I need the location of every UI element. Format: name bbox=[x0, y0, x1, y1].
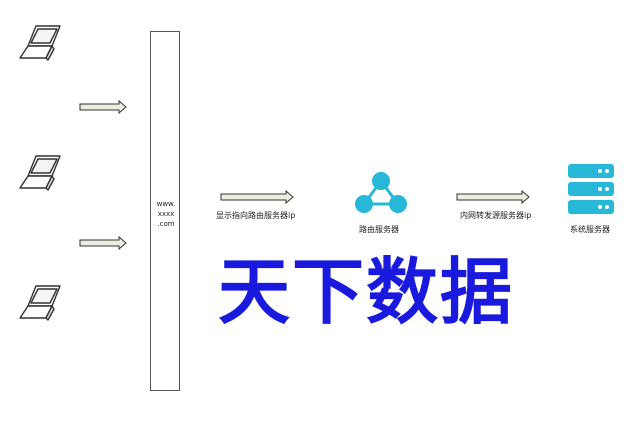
arrow-to-system-label: 内网转发源服务器ip bbox=[460, 211, 532, 220]
arrow-to-router-label: 显示指向路由服务器ip bbox=[216, 211, 296, 220]
arrow-router-to-system bbox=[456, 190, 530, 204]
watermark-text: 天下数据 bbox=[218, 250, 515, 334]
arrow-laptop-to-domain-1 bbox=[79, 100, 127, 114]
router-share-icon bbox=[355, 172, 407, 213]
arrow-laptop-to-domain-2 bbox=[79, 236, 127, 250]
system-server-label: 系统服务器 bbox=[570, 225, 610, 234]
laptop-icon-2 bbox=[19, 155, 61, 191]
laptop-icon-3 bbox=[19, 285, 61, 321]
server-stack-icon bbox=[568, 164, 614, 214]
domain-text: www. xxxx .com bbox=[156, 200, 176, 228]
router-label: 路由服务器 bbox=[359, 225, 399, 234]
domain-box: www. xxxx .com bbox=[150, 31, 180, 391]
arrow-domain-to-router bbox=[220, 190, 294, 204]
laptop-icon-1 bbox=[19, 25, 61, 61]
